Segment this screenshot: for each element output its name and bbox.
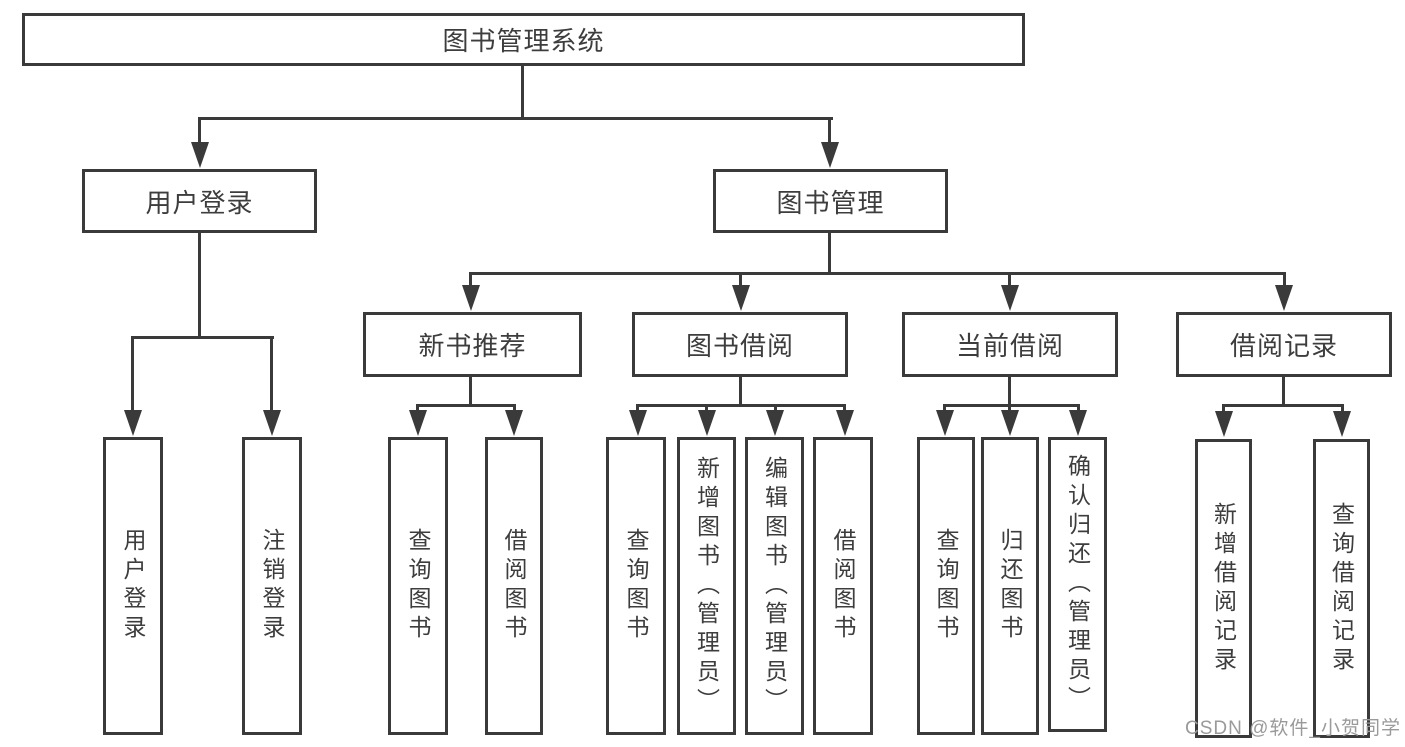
arrow-down-icon bbox=[766, 410, 784, 436]
connector-segment bbox=[636, 404, 846, 407]
arrow-down-icon bbox=[1333, 411, 1351, 437]
connector-segment bbox=[198, 117, 833, 120]
connector-segment bbox=[1008, 272, 1011, 288]
connector-segment bbox=[131, 336, 134, 413]
connector-segment bbox=[521, 66, 524, 120]
arrow-down-icon bbox=[836, 410, 854, 436]
arrow-down-icon bbox=[821, 142, 839, 168]
node-user-login: 用户登录 bbox=[82, 169, 317, 233]
node-borrow-records: 借阅记录 bbox=[1176, 312, 1392, 377]
leaf-confirm-return-admin: 确认归还（管理员） bbox=[1048, 437, 1107, 732]
arrow-down-icon bbox=[505, 410, 523, 436]
connector-segment bbox=[513, 404, 516, 413]
connector-segment bbox=[469, 272, 1286, 275]
connector-segment bbox=[636, 404, 639, 413]
arrow-down-icon bbox=[1001, 410, 1019, 436]
arrow-down-icon bbox=[1275, 285, 1293, 311]
connector-segment bbox=[828, 117, 831, 145]
arrow-down-icon bbox=[1069, 410, 1087, 436]
arrow-down-icon bbox=[191, 142, 209, 168]
watermark: CSDN @软件_小贺同学 bbox=[1185, 718, 1401, 739]
leaf-logout-login: 注销登录 bbox=[242, 437, 302, 735]
arrow-down-icon bbox=[124, 410, 142, 436]
connector-segment bbox=[1283, 272, 1286, 288]
connector-segment bbox=[1341, 404, 1344, 414]
node-current-borrow: 当前借阅 bbox=[902, 312, 1118, 377]
connector-segment bbox=[1008, 377, 1011, 407]
arrow-down-icon bbox=[263, 410, 281, 436]
connector-segment bbox=[1077, 404, 1080, 413]
leaf-borrow-book: 借阅图书 bbox=[813, 437, 873, 735]
connector-segment bbox=[416, 404, 516, 407]
connector-segment bbox=[705, 404, 708, 413]
connector-segment bbox=[774, 404, 777, 413]
connector-segment bbox=[1008, 404, 1011, 413]
node-book-borrow: 图书借阅 bbox=[632, 312, 848, 377]
leaf-query-borrow-record: 查询借阅记录 bbox=[1313, 439, 1370, 738]
arrow-down-icon bbox=[462, 285, 480, 311]
node-new-book-recommend: 新书推荐 bbox=[363, 312, 582, 377]
arrow-down-icon bbox=[1215, 411, 1233, 437]
arrow-down-icon bbox=[698, 410, 716, 436]
leaf-return-book: 归还图书 bbox=[981, 437, 1039, 735]
connector-segment bbox=[198, 117, 201, 145]
arrow-down-icon bbox=[732, 285, 750, 311]
connector-segment bbox=[1222, 404, 1225, 414]
connector-segment bbox=[739, 272, 742, 288]
connector-segment bbox=[843, 404, 846, 413]
leaf-add-book-admin: 新增图书（管理员） bbox=[677, 437, 736, 735]
leaf-borrow-book-recommend: 借阅图书 bbox=[485, 437, 543, 735]
connector-segment bbox=[416, 404, 419, 413]
leaf-user-login: 用户登录 bbox=[103, 437, 163, 735]
arrow-down-icon bbox=[629, 410, 647, 436]
connector-segment bbox=[469, 272, 472, 288]
arrow-down-icon bbox=[409, 410, 427, 436]
connector-segment bbox=[943, 404, 946, 413]
connector-segment bbox=[1282, 377, 1285, 407]
leaf-add-borrow-record: 新增借阅记录 bbox=[1195, 439, 1252, 738]
arrow-down-icon bbox=[936, 410, 954, 436]
node-book-management: 图书管理 bbox=[713, 169, 948, 233]
connector-segment bbox=[270, 336, 273, 413]
connector-segment bbox=[131, 336, 274, 339]
leaf-edit-book-admin: 编辑图书（管理员） bbox=[745, 437, 804, 735]
node-root-library-system: 图书管理系统 bbox=[22, 13, 1025, 66]
connector-segment bbox=[198, 233, 201, 339]
leaf-query-book-recommend: 查询图书 bbox=[388, 437, 448, 735]
leaf-query-book-borrow: 查询图书 bbox=[606, 437, 666, 735]
leaf-query-book-current: 查询图书 bbox=[917, 437, 975, 735]
connector-segment bbox=[828, 233, 831, 275]
connector-segment bbox=[469, 377, 472, 407]
arrow-down-icon bbox=[1001, 285, 1019, 311]
connector-segment bbox=[739, 377, 742, 407]
connector-segment bbox=[943, 404, 1080, 407]
connector-segment bbox=[1222, 404, 1344, 407]
